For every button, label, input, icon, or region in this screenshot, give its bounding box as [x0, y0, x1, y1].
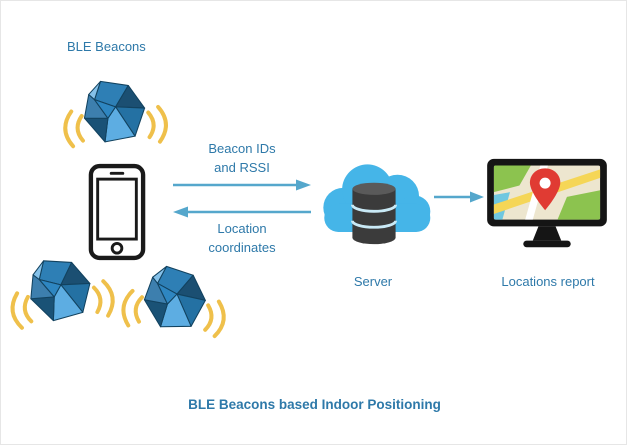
- arrow-server-to-report: [434, 191, 484, 203]
- server-label: Server: [353, 274, 393, 289]
- monitor-stand: [532, 226, 562, 241]
- phone-home-button: [110, 241, 124, 255]
- diagram-title: BLE Beacons based Indoor Positioning: [188, 397, 441, 412]
- flow-label-line: and RSSI: [214, 160, 270, 175]
- smartphone-icon: [88, 163, 146, 261]
- phone-screen: [96, 177, 138, 241]
- location-pin-icon: [529, 168, 561, 211]
- ble-beacon-with-signal-icon-mid: [113, 255, 238, 349]
- ble-beacon-with-signal-icon-top: [55, 72, 175, 158]
- flow-label-line: Beacon IDs: [208, 141, 276, 156]
- locations-report-label: Locations report: [501, 274, 595, 289]
- arrow-phone-to-server: [173, 179, 311, 191]
- flow-label-line: Location: [217, 221, 267, 236]
- database-icon: [351, 182, 397, 245]
- flow-label-beacon-ids-rssi: Beacon IDs and RSSI: [173, 139, 311, 177]
- arrow-server-to-phone: [173, 206, 311, 218]
- ble-beacons-label: BLE Beacons: [67, 39, 146, 54]
- monitor-base: [523, 240, 571, 248]
- cloud-server-icon: [323, 164, 431, 245]
- flow-label-location-coordinates: Location coordinates: [173, 219, 311, 257]
- flow-label-line: coordinates: [208, 240, 276, 255]
- monitor-map-icon: [487, 158, 607, 248]
